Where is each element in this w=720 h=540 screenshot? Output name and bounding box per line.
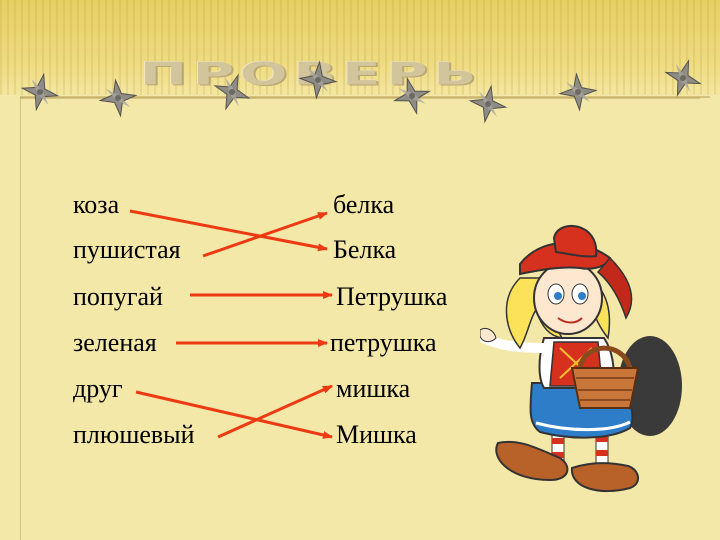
- left-border-line: [20, 96, 21, 540]
- right-word-5: мишка: [336, 374, 411, 403]
- right-word-2: Белка: [333, 235, 397, 264]
- left-word-2: пушистая: [73, 235, 181, 264]
- arrow-line: [217, 384, 333, 439]
- right-word-6: Мишка: [336, 420, 417, 449]
- left-word-6: плюшевый: [73, 420, 195, 449]
- left-word-5: друг: [73, 374, 123, 403]
- left-word-4: зеленая: [73, 328, 157, 357]
- arrow-line: [129, 209, 328, 252]
- band-divider: [20, 96, 710, 98]
- top-band: [0, 0, 720, 95]
- right-word-4: петрушка: [330, 328, 437, 357]
- girl-illustration: [480, 224, 682, 492]
- right-word-3: Петрушка: [336, 282, 448, 311]
- left-word-3: попугай: [73, 282, 163, 311]
- slide-title: ПРОВЕРЬ: [140, 58, 483, 93]
- arrow-line: [202, 211, 328, 258]
- right-word-1: белка: [333, 190, 395, 219]
- arrow-line: [135, 390, 333, 439]
- left-word-1: коза: [73, 190, 120, 219]
- star-decoration-row: [18, 54, 707, 126]
